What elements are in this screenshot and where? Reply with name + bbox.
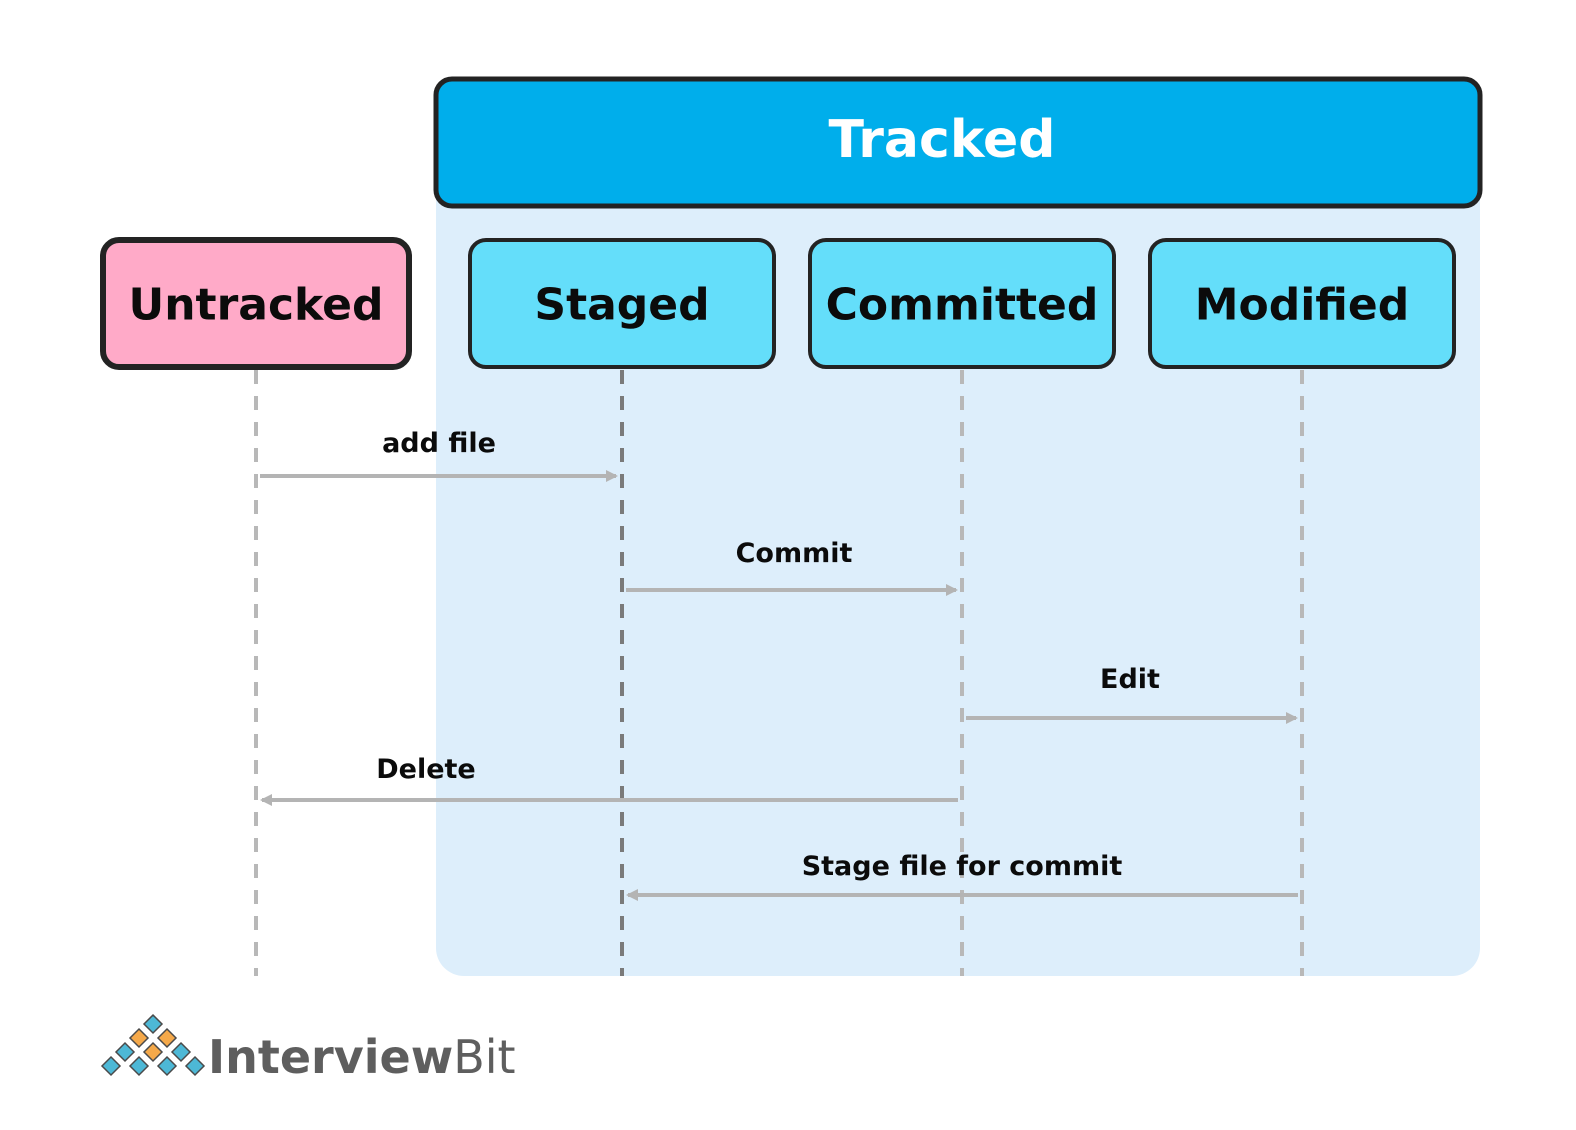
logo-mark-cell bbox=[156, 1027, 178, 1049]
interviewbit-logo-mark-icon bbox=[100, 1013, 206, 1077]
state-box-untracked: Untracked bbox=[100, 237, 412, 370]
state-box-modified-shape bbox=[1148, 238, 1456, 369]
logo-wordmark-interview: Interview bbox=[208, 1030, 453, 1084]
state-box-committed-shape bbox=[808, 238, 1116, 369]
transition-label: Commit bbox=[736, 538, 853, 569]
logo-mark-cell bbox=[142, 1013, 164, 1035]
state-box-staged-shape bbox=[468, 238, 776, 369]
transition-modified-to-staged: Stage file for commit bbox=[626, 851, 1298, 901]
logo-mark-cell bbox=[142, 1041, 164, 1063]
transition-committed-to-modified: Edit bbox=[966, 664, 1298, 724]
logo-wordmark: InterviewBit bbox=[208, 1030, 516, 1084]
state-label-untracked: Untracked bbox=[129, 280, 384, 331]
logo-mark-cell bbox=[184, 1055, 206, 1077]
state-box-committed: Committed bbox=[808, 238, 1116, 369]
state-box-untracked-shape bbox=[100, 237, 412, 370]
transition-label: Delete bbox=[376, 754, 476, 785]
state-box-modified: Modified bbox=[1148, 238, 1456, 369]
state-label-committed: Committed bbox=[826, 280, 1099, 331]
logo-mark-cell bbox=[128, 1027, 150, 1049]
tracked-title: Tracked bbox=[829, 110, 1056, 170]
logo-wordmark-bit: Bit bbox=[453, 1030, 515, 1084]
state-boxes: Untracked Staged Committed Modified bbox=[100, 237, 1456, 370]
transition-label: Stage file for commit bbox=[802, 851, 1123, 882]
transition-untracked-to-staged: add file bbox=[260, 428, 618, 482]
logo-mark-cell bbox=[100, 1055, 122, 1077]
transition-label: add file bbox=[382, 428, 496, 459]
lifelines bbox=[254, 370, 1304, 976]
tracked-header bbox=[433, 76, 1483, 209]
logo-mark-cell bbox=[170, 1041, 192, 1063]
logo-mark-cell bbox=[156, 1055, 178, 1077]
state-label-staged: Staged bbox=[534, 280, 709, 331]
transition-label: Edit bbox=[1100, 664, 1160, 695]
logo-mark-cell bbox=[114, 1041, 136, 1063]
transition-committed-to-untracked: Delete bbox=[260, 754, 958, 806]
transition-staged-to-committed: Commit bbox=[626, 538, 958, 596]
logo-mark-cell bbox=[128, 1055, 150, 1077]
state-box-staged: Staged bbox=[468, 238, 776, 369]
interviewbit-logo: InterviewBit bbox=[100, 1013, 516, 1084]
state-label-modified: Modified bbox=[1195, 280, 1410, 331]
